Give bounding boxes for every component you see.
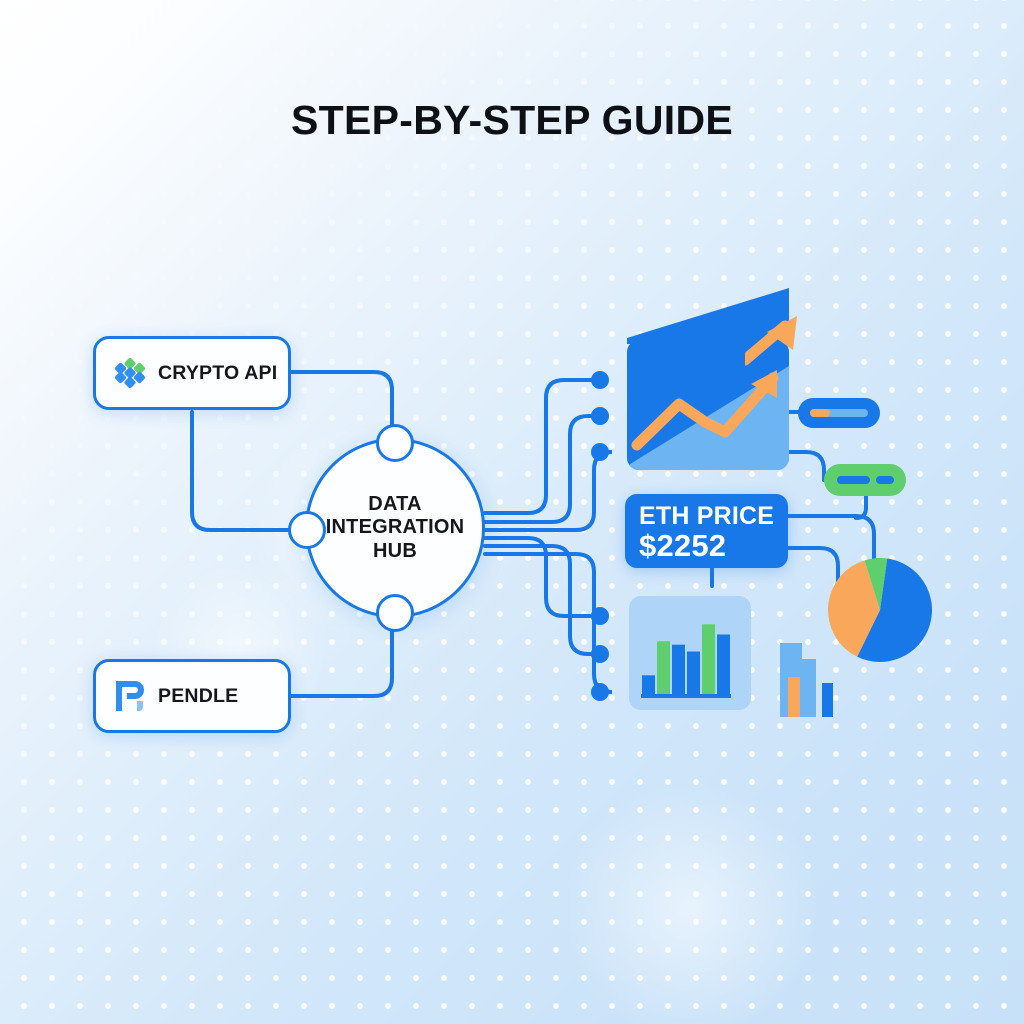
- wire-terminator-dots: [591, 371, 609, 701]
- status-mark: [876, 476, 894, 484]
- bar-chart-baseline: [641, 694, 731, 698]
- wire-hub-out-4: [483, 536, 600, 618]
- pie-chart[interactable]: [826, 556, 934, 664]
- bar: [657, 641, 670, 694]
- bar: [702, 624, 715, 694]
- wire-crypto-right-to-hub-top: [289, 370, 394, 426]
- status-pill-green[interactable]: [824, 464, 906, 496]
- pendle-p-icon: [116, 681, 144, 711]
- source-label-pendle: PENDLE: [158, 684, 239, 707]
- hub-label-line-2: INTEGRATION: [325, 516, 465, 539]
- hub-label-line-1: DATA: [368, 492, 422, 515]
- trend-arrow-overflow: [745, 316, 797, 366]
- wire-crypto-to-hub: [190, 410, 290, 532]
- status-mark: [837, 476, 870, 484]
- wire-hub-out-3: [483, 450, 613, 532]
- wire-dot: [591, 443, 609, 461]
- hub-port-bottom: [376, 594, 414, 632]
- eth-price-value: $2252: [639, 528, 727, 563]
- wire-dot: [591, 645, 609, 663]
- wire-dot: [591, 407, 609, 425]
- hex-dot-cluster-icon: [114, 357, 146, 389]
- wire-hub-out-6: [483, 552, 613, 694]
- bar: [717, 634, 730, 694]
- bar: [802, 659, 816, 717]
- hub-port-top: [376, 424, 414, 462]
- progress-fill: [810, 409, 830, 417]
- wire-hub-out-1: [483, 378, 600, 515]
- wire-dot: [591, 371, 609, 389]
- eth-price-label: ETH PRICE: [639, 502, 775, 530]
- wire-dot: [591, 683, 609, 701]
- hub-label: DATA INTEGRATION HUB: [326, 493, 465, 564]
- wire-trend-to-pill-green: [787, 450, 826, 482]
- wire-eth-to-pie-2: [786, 546, 840, 590]
- eth-price-card[interactable]: ETH PRICE $2252: [625, 494, 788, 568]
- bar: [687, 651, 700, 694]
- hub-label-line-3: HUB: [373, 539, 417, 562]
- bar: [642, 675, 655, 694]
- wire-hub-out-5: [483, 544, 600, 656]
- progress-pill-blue-svg: [810, 409, 868, 417]
- hub-port-left: [288, 511, 326, 549]
- wire-dot: [591, 607, 609, 625]
- page-title: STEP-BY-STEP GUIDE: [290, 97, 734, 143]
- wire-eth-to-pie: [786, 514, 876, 562]
- bar: [822, 683, 833, 717]
- source-label-crypto-api: CRYPTO API: [158, 361, 278, 384]
- bar-chart-svg: [641, 624, 731, 698]
- wire-pendle-to-hub: [289, 630, 394, 698]
- data-integration-hub[interactable]: DATA INTEGRATION HUB: [305, 438, 485, 618]
- wire-hub-out-2: [483, 414, 600, 524]
- status-pill-green-svg: [837, 476, 894, 484]
- bar: [788, 677, 800, 717]
- progress-pill-blue[interactable]: [798, 398, 880, 428]
- bar-chart-card[interactable]: [629, 596, 751, 710]
- bar: [672, 644, 685, 694]
- sidebar-item-pendle[interactable]: PENDLE: [93, 659, 291, 733]
- sidebar-item-crypto-api[interactable]: CRYPTO API: [93, 336, 291, 410]
- pie-chart-svg: [828, 558, 932, 662]
